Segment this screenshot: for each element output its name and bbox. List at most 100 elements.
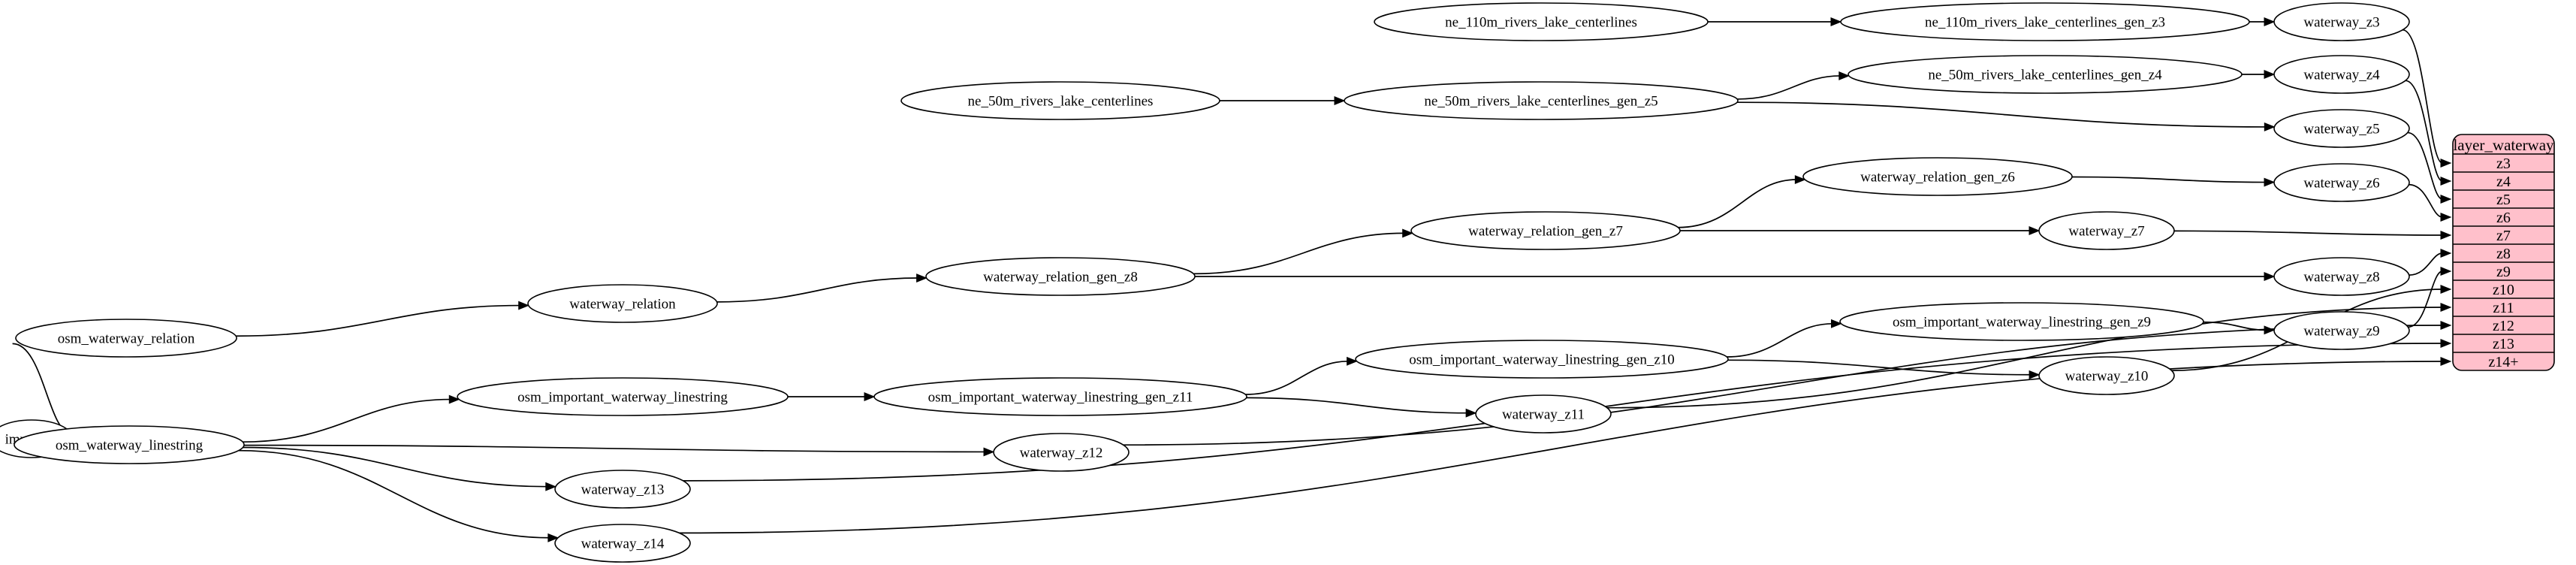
edge-ne_50m_rivers_lake_centerlines_gen_z5--to--ne_50m_rivers_lake_centerlines_gen_z4	[1737, 75, 1841, 100]
edge-arrowhead	[2440, 267, 2452, 276]
node-shape	[993, 433, 1130, 472]
graph-node-waterway_z5[interactable]: waterway_z5	[2273, 109, 2410, 148]
node-shape	[873, 377, 1247, 416]
record-row-z6[interactable]: z6	[2496, 210, 2511, 226]
edge-osm_waterway_relation--to--waterway_relation	[236, 304, 520, 337]
graph-node-osm_important_waterway_linestring_gen_z11[interactable]: osm_important_waterway_linestring_gen_z1…	[873, 377, 1247, 416]
graph-node-waterway_z8[interactable]: waterway_z8	[2273, 257, 2410, 296]
graph-node-ne_50m_rivers_lake_centerlines_gen_z5[interactable]: ne_50m_rivers_lake_centerlines_gen_z5	[1344, 81, 1739, 120]
edge-waterway_z6--to--layer_waterway.z6	[2409, 183, 2443, 218]
edge-ne_50m_rivers_lake_centerlines_gen_z5--to--waterway_z5	[1736, 101, 2267, 128]
record-row-z8[interactable]: z8	[2496, 246, 2511, 262]
edge-arrowhead	[2264, 70, 2276, 79]
node-shape	[2273, 109, 2410, 148]
record-shell	[2452, 134, 2555, 371]
graph-node-waterway_z13[interactable]: waterway_z13	[554, 470, 691, 509]
record-row-z11[interactable]: z11	[2493, 300, 2514, 316]
edge-arrowhead	[448, 394, 460, 404]
graph-node-ne_110m_rivers_lake_centerlines_gen_z3[interactable]: ne_110m_rivers_lake_centerlines_gen_z3	[1840, 2, 2250, 41]
graph-node-waterway_z4[interactable]: waterway_z4	[2273, 55, 2410, 94]
edge-arrowhead	[1830, 17, 1842, 26]
graph-node-waterway_z6[interactable]: waterway_z6	[2273, 163, 2410, 202]
record-row-z9[interactable]: z9	[2496, 264, 2511, 280]
node-label: ne_110m_rivers_lake_centerlines_gen_z3	[1925, 15, 2165, 31]
graph-node-waterway_z9[interactable]: waterway_z9	[2273, 311, 2410, 350]
edge-arrowhead	[2440, 357, 2452, 366]
graph-node-waterway_relation_gen_z6[interactable]: waterway_relation_gen_z6	[1802, 157, 2073, 196]
node-label: waterway_relation_gen_z6	[1860, 170, 2015, 186]
node-label: waterway_z11	[1502, 407, 1585, 423]
node-label: ne_50m_rivers_lake_centerlines_gen_z4	[1928, 68, 2162, 83]
edge-arrowhead	[1831, 319, 1842, 328]
node-label: waterway_z9	[2303, 324, 2379, 340]
node-label: waterway_z5	[2303, 122, 2379, 137]
node-label: waterway_z6	[2303, 176, 2379, 192]
node-shape	[1840, 2, 2250, 41]
node-label: osm_important_waterway_linestring_gen_z1…	[1409, 352, 1675, 368]
node-shape	[2273, 163, 2410, 202]
edge-waterway_z9--to--layer_waterway.z9	[2408, 270, 2443, 328]
edge-arrowhead	[1465, 408, 1477, 418]
node-shape	[900, 81, 1220, 120]
layer-waterway-record[interactable]: layer_waterwayz3z4z5z6z7z8z9z10z11z12z13…	[2452, 134, 2555, 371]
graph-node-waterway_z3[interactable]: waterway_z3	[2273, 2, 2410, 41]
record-row-z12[interactable]: z12	[2493, 318, 2514, 334]
graph-node-waterway_relation_gen_z7[interactable]: waterway_relation_gen_z7	[1410, 211, 1681, 250]
edge-arrowhead	[1402, 228, 1414, 238]
record-row-z5[interactable]: z5	[2496, 192, 2511, 208]
node-shape	[14, 425, 245, 464]
record-row-z10[interactable]: z10	[2493, 282, 2514, 298]
node-label: osm_important_waterway_linestring_gen_z1…	[928, 390, 1193, 406]
node-label: osm_important_waterway_linestring	[517, 390, 728, 406]
edge-osm_waterway_linestring--to--waterway_z12	[243, 444, 986, 453]
node-shape	[554, 524, 691, 563]
node-label: osm_waterway_linestring	[56, 438, 204, 454]
edge-osm_important_waterway_linestring_gen_z10--to--osm_important_waterway_linestring_gen_z9	[1727, 322, 1833, 358]
node-shape	[2273, 311, 2410, 350]
node-label: osm_important_waterway_linestring_gen_z9	[1893, 315, 2151, 331]
graph-node-osm_waterway_relation[interactable]: osm_waterway_relation	[15, 319, 237, 358]
graph-node-waterway_z11[interactable]: waterway_z11	[1475, 394, 1612, 434]
node-label: waterway_z7	[2068, 224, 2144, 240]
graph-node-osm_important_waterway_linestring_gen_z10[interactable]: osm_important_waterway_linestring_gen_z1…	[1355, 340, 1729, 379]
graph-node-ne_50m_rivers_lake_centerlines[interactable]: ne_50m_rivers_lake_centerlines	[900, 81, 1220, 120]
edge-waterway_z8--to--layer_waterway.z8	[2409, 252, 2443, 276]
graph-node-waterway_z12[interactable]: waterway_z12	[993, 433, 1130, 472]
node-label: osm_waterway_relation	[58, 331, 195, 347]
record-row-z13[interactable]: z13	[2493, 336, 2514, 352]
record-row-z3[interactable]: z3	[2496, 156, 2511, 172]
edges-layer	[6, 17, 2452, 542]
graph-node-osm_important_waterway_linestring[interactable]: osm_important_waterway_linestring	[457, 377, 789, 416]
edge-arrowhead	[1347, 356, 1358, 366]
graph-node-ne_50m_rivers_lake_centerlines_gen_z4[interactable]: ne_50m_rivers_lake_centerlines_gen_z4	[1848, 55, 2243, 94]
record-row-z14plus[interactable]: z14+	[2488, 354, 2518, 370]
edge-arrowhead	[2264, 17, 2276, 26]
node-label: waterway_z12	[1020, 446, 1103, 461]
edge-osm_important_waterway_linestring_gen_z10--to--waterway_z10	[1727, 359, 2032, 376]
edge-arrowhead	[864, 392, 876, 401]
record-row-z4[interactable]: z4	[2496, 174, 2511, 190]
node-shape	[1374, 2, 1709, 41]
graph-node-waterway_z10[interactable]: waterway_z10	[2038, 356, 2175, 395]
node-shape	[2038, 211, 2175, 250]
node-shape	[15, 319, 237, 358]
edge-arrowhead	[2264, 325, 2276, 335]
node-shape	[1355, 340, 1729, 379]
edge-waterway_z3--to--layer_waterway.z3	[2402, 29, 2443, 164]
graph-node-waterway_z7[interactable]: waterway_z7	[2038, 211, 2175, 250]
node-label: waterway_relation_gen_z7	[1468, 224, 1623, 240]
graph-node-ne_110m_rivers_lake_centerlines[interactable]: ne_110m_rivers_lake_centerlines	[1374, 2, 1709, 41]
graph-node-waterway_relation[interactable]: waterway_relation	[527, 284, 718, 323]
graph-node-waterway_z14[interactable]: waterway_z14	[554, 524, 691, 563]
node-shape	[1848, 55, 2243, 94]
record-row-z7[interactable]: z7	[2496, 228, 2511, 244]
edge-arrowhead	[2029, 370, 2041, 379]
graph-node-osm_waterway_linestring[interactable]: osm_waterway_linestring	[14, 425, 245, 464]
edge-arrowhead	[2264, 122, 2276, 131]
graph-node-waterway_relation_gen_z8[interactable]: waterway_relation_gen_z8	[925, 257, 1196, 296]
edge-arrowhead	[2440, 231, 2452, 240]
edge-osm_important_waterway_linestring_gen_z11--to--osm_important_waterway_linestring_gen_z10	[1245, 360, 1349, 395]
graph-node-osm_important_waterway_linestring_gen_z9[interactable]: osm_important_waterway_linestring_gen_z9	[1839, 302, 2204, 341]
edge-arrowhead	[2440, 321, 2452, 330]
